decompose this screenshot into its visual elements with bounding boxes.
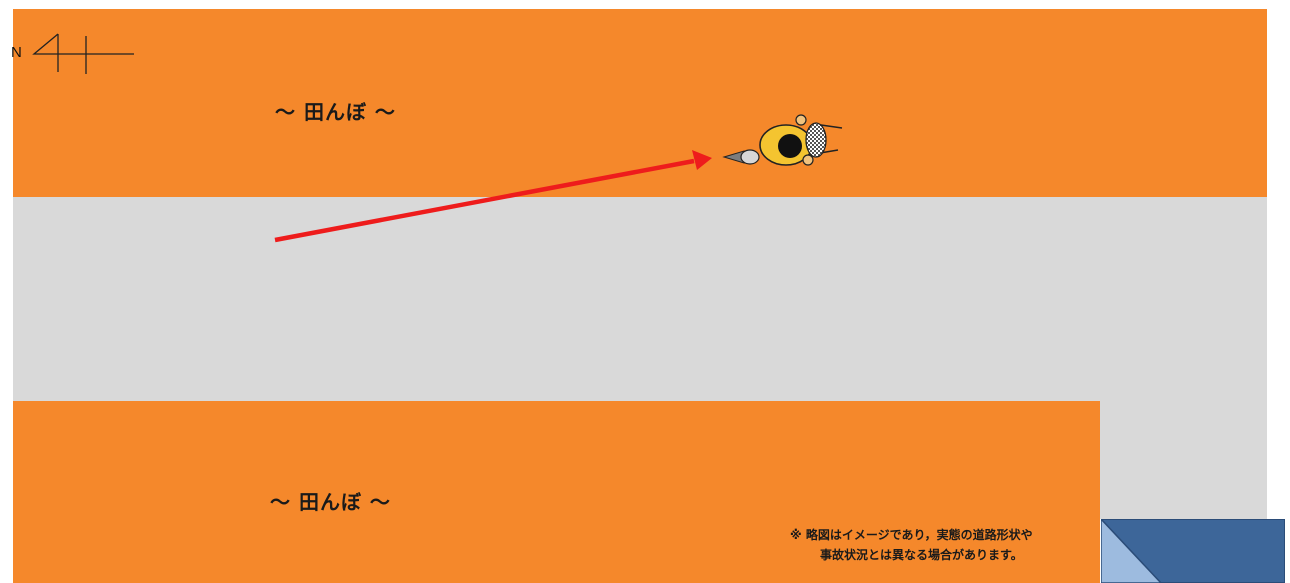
page-corner-next-icon[interactable] xyxy=(1101,519,1285,583)
disclaimer-note: ※ 略図はイメージであり，実態の道路形状や 事故状況とは異なる場合があります。 xyxy=(790,525,1033,565)
road-extension xyxy=(1100,401,1267,519)
north-arrow-icon xyxy=(32,33,134,74)
rice-field-bottom xyxy=(13,401,1100,583)
field-label-bottom: ～ 田んぼ ～ xyxy=(270,490,391,514)
movement-arrow xyxy=(274,150,712,243)
note-line-2: 事故状況とは異なる場合があります。 xyxy=(820,548,1023,562)
road xyxy=(13,197,1267,401)
field-label-top: ～ 田んぼ ～ xyxy=(275,100,396,124)
rice-field-top xyxy=(13,9,1267,197)
note-line-1: ※ 略図はイメージであり，実態の道路形状や xyxy=(790,528,1033,542)
north-label: N xyxy=(11,44,22,61)
motorcycle-rider-icon xyxy=(722,114,843,166)
